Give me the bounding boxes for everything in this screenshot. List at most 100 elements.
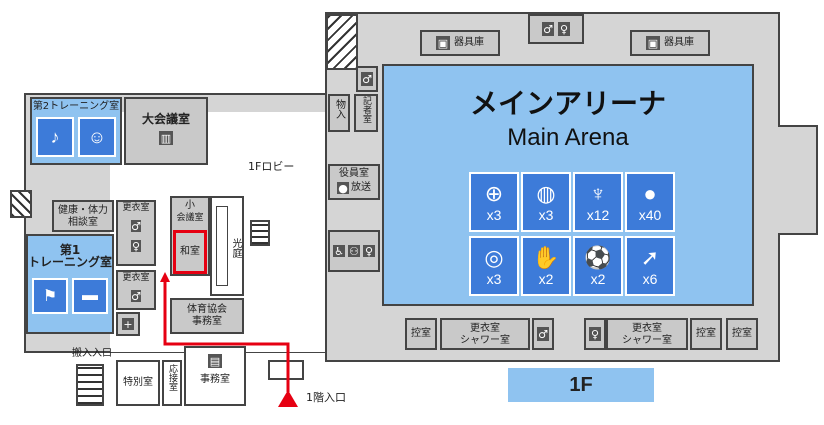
reception-room-label: 応接室 [167, 364, 177, 391]
locker-room-2: 更衣室 ♂ [116, 270, 156, 310]
floor-badge: 1F [508, 368, 654, 402]
locker-shower-right-label-1: 更衣室 [632, 323, 662, 334]
big-conference-label: 大会議室 [141, 112, 190, 126]
sport-count: x40 [638, 207, 662, 223]
waiting-room-left: 控室 [405, 318, 437, 350]
badminton-icon: ♆ [589, 181, 607, 206]
office-label: 事務室 [200, 374, 230, 385]
japanese-room: 和室 [173, 230, 207, 274]
health-consult-label-1: 健康・体力 [58, 205, 108, 216]
locker-shower-left: 更衣室 シャワー室 [440, 318, 530, 350]
sport-count: x6 [642, 271, 658, 287]
elevator-top: ♂ [356, 66, 378, 92]
treadmill-icon: ⚑ [32, 278, 68, 314]
sports-assoc-label-1: 体育協会 [187, 304, 227, 315]
storage-room-top-left: ▣ 器具庫 [420, 30, 500, 56]
runner-icon: ➚ [640, 245, 660, 270]
sport-count: x3 [486, 271, 502, 287]
sport-tile: ✋x2 [521, 236, 571, 296]
stairs-top [326, 14, 358, 70]
stairs-west [10, 190, 32, 218]
locker-room-1-label: 更衣室 [122, 203, 150, 213]
loading-entrance-label: 搬入入口 [72, 348, 112, 359]
sport-tile: ⊕x3 [469, 172, 519, 232]
storage-label-right: 器具庫 [664, 37, 694, 48]
courtyard-label: 光庭 [230, 238, 241, 258]
main-entrance-label: 1階入口 [306, 391, 346, 404]
storage-label-left: 器具庫 [454, 37, 484, 48]
sports-assoc-label-2: 事務室 [192, 316, 222, 327]
locker-shower-left-label-1: 更衣室 [470, 323, 500, 334]
waiting-room-right-label: 控室 [732, 328, 752, 339]
accessible-restroom: ♿ ⚇ ♀ [328, 230, 380, 272]
health-consult-label-2: 相談室 [68, 217, 98, 228]
restroom-icon: ♀ [363, 244, 375, 258]
person-icon: ● [337, 181, 349, 195]
stretch-icon: ☺ [78, 117, 116, 157]
reception-room: 応接室 [162, 360, 182, 406]
waiting-room-mid-label: 控室 [696, 328, 716, 339]
desk-icon: ▤ [208, 354, 222, 368]
sport-count: x3 [538, 207, 554, 223]
press-room: 記者室 [354, 94, 378, 132]
sport-count: x3 [486, 207, 502, 223]
press-room-label: 記者室 [361, 96, 371, 123]
broadcast-room-label: 放送 [351, 182, 371, 193]
lobby-label: 1Fロビー [248, 160, 295, 173]
volleyball-icon: ◍ [536, 181, 556, 206]
training-room-1: 第1 トレーニング室 ⚑ ▬ [26, 234, 114, 334]
restroom-icon: ♀ [131, 239, 141, 253]
table-tennis-icon: ● [643, 181, 657, 206]
restroom-icon: ♀ [589, 327, 601, 341]
restroom-icon: ♀ [558, 22, 570, 36]
dumbbell-icon: ▬ [72, 278, 108, 314]
restroom-top: ♂ ♀ [528, 14, 584, 44]
entrance-marker-icon [278, 390, 298, 407]
restroom-icon: ♂ [131, 219, 141, 233]
podium-icon: ▥ [159, 131, 173, 145]
waiting-room-mid: 控室 [690, 318, 722, 350]
tennis-icon: ◎ [484, 245, 504, 270]
sport-tile: ◍x3 [521, 172, 571, 232]
handball-icon: ✋ [532, 245, 560, 270]
restroom-icon: ♂ [542, 22, 554, 36]
office: ▤ 事務室 [184, 346, 246, 406]
storage-icon: ▣ [646, 36, 660, 50]
restroom-bottom-left: ♂ [532, 318, 554, 350]
courtyard: 光庭 [210, 196, 244, 296]
sport-tile: ♆x12 [573, 172, 623, 232]
wheelchair-icon: ♿ [333, 244, 345, 258]
locker-shower-right: 更衣室 シャワー室 [606, 318, 688, 350]
officials-room-label: 役員室 [339, 168, 369, 179]
stairs-south [76, 364, 104, 406]
training-room-2: 第2トレーニング室 ♪ ☺ [30, 97, 122, 165]
health-consultation-room: 健康・体力 相談室 [52, 200, 114, 232]
sport-tile: ●x40 [625, 172, 675, 232]
special-room-label: 特別室 [123, 377, 153, 388]
locker-room-2-label: 更衣室 [122, 273, 150, 283]
first-aid-icon: + [122, 317, 134, 331]
restroom-icon: ♂ [537, 327, 549, 341]
stairs-lobby [250, 220, 270, 246]
storage-small: 物入 [328, 94, 350, 132]
storage-icon: ▣ [436, 36, 450, 50]
basketball-icon: ⊕ [484, 181, 504, 206]
waiting-room-left-label: 控室 [411, 328, 431, 339]
main-arena-title-jp: メインアリーナ [469, 87, 666, 120]
sport-tile: ⚽x2 [573, 236, 623, 296]
sport-grid: ⊕x3◍x3♆x12●x40◎x3✋x2⚽x2➚x6 [469, 172, 679, 298]
arena-east-bump [778, 125, 818, 235]
first-aid-room: + [116, 312, 140, 336]
training-room-2-label: 第2トレーニング室 [32, 101, 120, 112]
waiting-room-right: 控室 [726, 318, 758, 350]
restroom-bottom-right: ♀ [584, 318, 606, 350]
small-conf-label-2: 会議室 [176, 213, 204, 223]
restroom-icon: ♂ [131, 289, 141, 303]
main-arena-title-en: Main Arena [507, 124, 629, 151]
small-conf-label-1: 小 [185, 200, 195, 211]
restroom-icon: ♂ [361, 72, 373, 86]
aerobics-icon: ♪ [36, 117, 74, 157]
training-room-1-label-2: トレーニング室 [28, 255, 113, 269]
sports-association-office: 体育協会 事務室 [170, 298, 244, 334]
